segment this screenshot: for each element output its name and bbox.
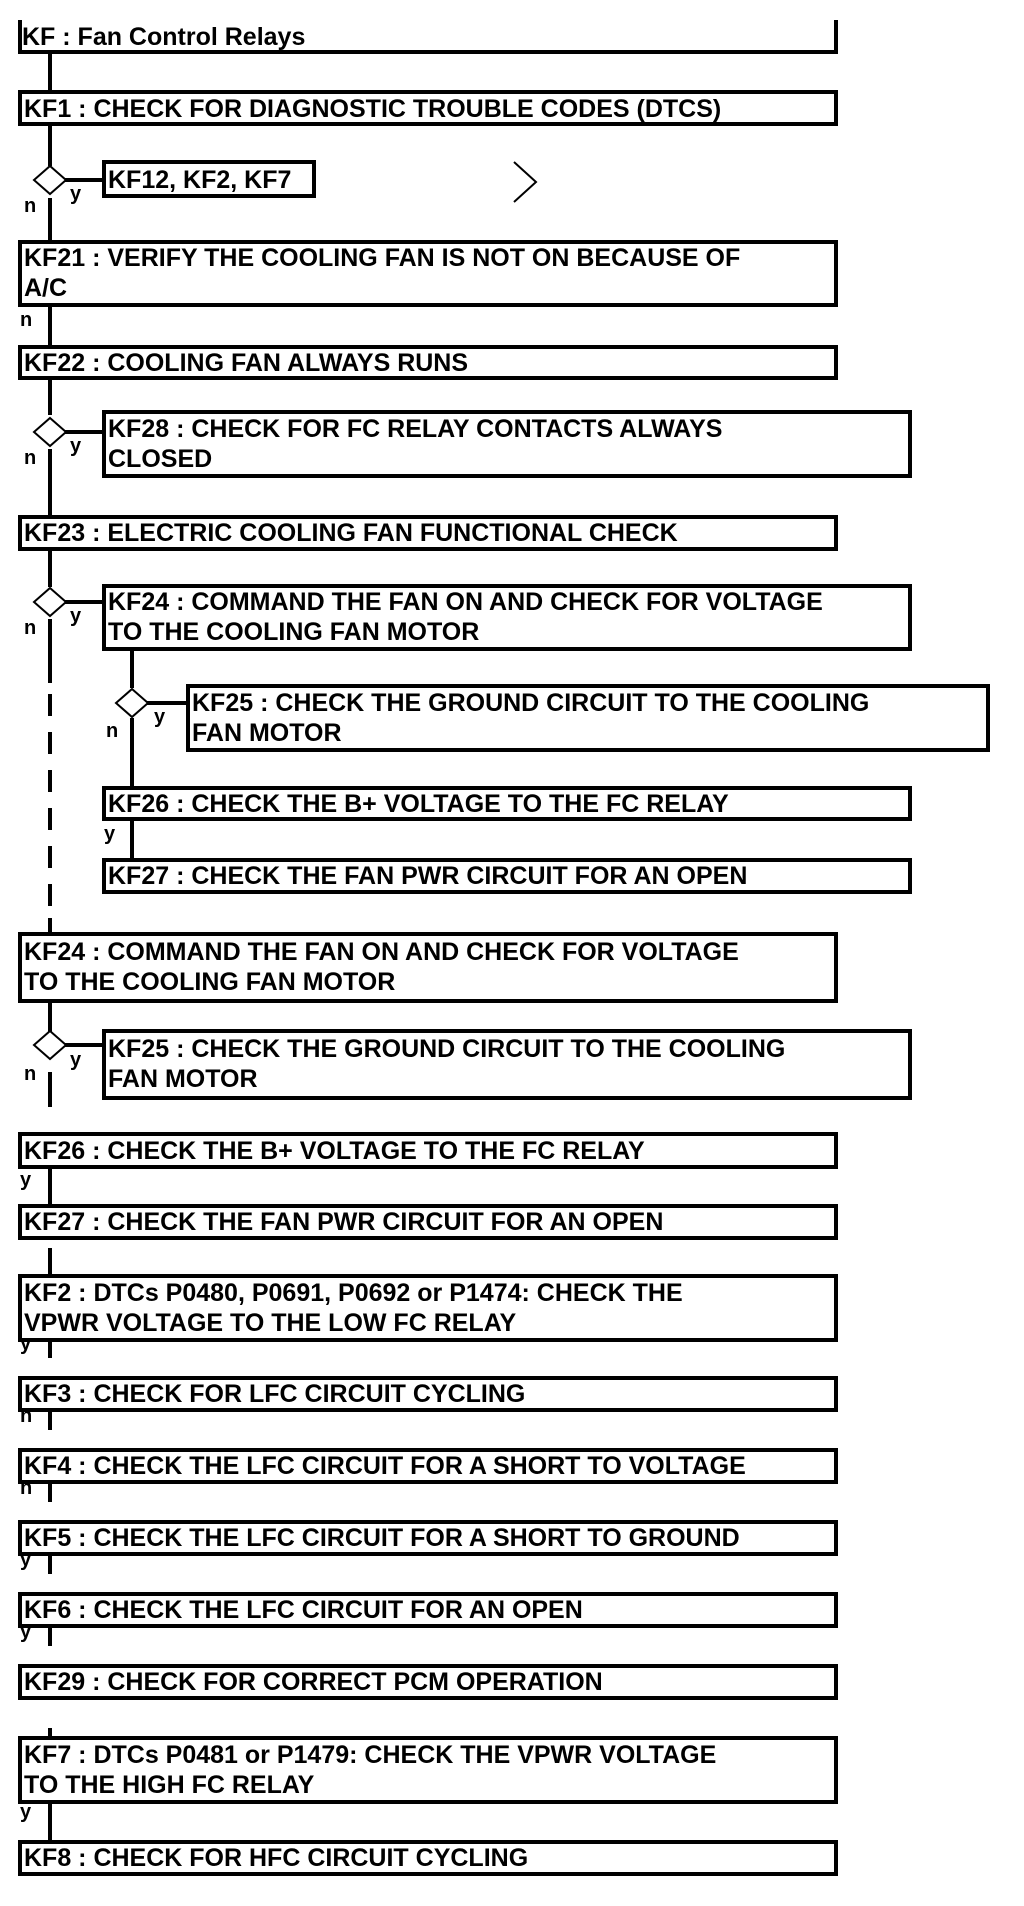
chevron-right-icon	[513, 161, 538, 203]
svg-text:KF24 : COMMAND THE FAN ON AND: KF24 : COMMAND THE FAN ON AND CHECK FOR …	[108, 588, 823, 616]
step-kf26[interactable]: KF26 : CHECK THE B+ VOLTAGE TO THE FC RE…	[18, 1132, 838, 1169]
svg-text:KF27 : CHECK THE FAN PWR CIRCU: KF27 : CHECK THE FAN PWR CIRCUIT FOR AN …	[24, 1208, 663, 1236]
svg-text:KF21 : VERIFY THE COOLING FAN: KF21 : VERIFY THE COOLING FAN IS NOT ON …	[24, 244, 740, 272]
svg-text:KF3 : CHECK FOR LFC CIRCUIT CY: KF3 : CHECK FOR LFC CIRCUIT CYCLING	[24, 1380, 525, 1408]
svg-text:KF5 : CHECK THE LFC CIRCUIT FO: KF5 : CHECK THE LFC CIRCUIT FOR A SHORT …	[24, 1524, 740, 1552]
svg-text:KF28 : CHECK FOR FC RELAY CONT: KF28 : CHECK FOR FC RELAY CONTACTS ALWAY…	[108, 415, 722, 443]
svg-text:KF4 : CHECK THE LFC CIRCUIT FO: KF4 : CHECK THE LFC CIRCUIT FOR A SHORT …	[24, 1452, 746, 1480]
decision-diamond-kf23	[32, 586, 68, 618]
yes-label: y	[20, 1169, 32, 1191]
step-kf[interactable]: KF : Fan Control Relays	[18, 20, 838, 54]
svg-text:KF12, KF2, KF7: KF12, KF2, KF7	[108, 166, 291, 194]
svg-text:KF23 : ELECTRIC COOLING FAN FU: KF23 : ELECTRIC COOLING FAN FUNCTIONAL C…	[24, 519, 678, 547]
no-label: n	[24, 1063, 36, 1085]
step-kf25-branch[interactable]: KF25 : CHECK THE GROUND CIRCUIT TO THE C…	[186, 684, 990, 752]
no-label: n	[24, 195, 36, 217]
no-label: n	[20, 309, 32, 331]
step-kf29[interactable]: KF29 : CHECK FOR CORRECT PCM OPERATION	[18, 1664, 838, 1700]
yes-label: y	[70, 183, 82, 205]
step-kf21[interactable]: KF21 : VERIFY THE COOLING FAN IS NOT ON …	[18, 240, 838, 307]
step-kf2[interactable]: KF2 : DTCs P0480, P0691, P0692 or P1474:…	[18, 1274, 838, 1342]
step-kf1-yes[interactable]: KF12, KF2, KF7	[102, 160, 316, 198]
yes-label: y	[70, 435, 82, 457]
decision-diamonds	[32, 164, 150, 1061]
decision-diamond-kf24-branch	[114, 687, 150, 719]
step-kf24[interactable]: KF24 : COMMAND THE FAN ON AND CHECK FOR …	[18, 932, 838, 1003]
yes-label: y	[70, 1049, 82, 1071]
svg-text:KF29 : CHECK FOR CORRECT PCM O: KF29 : CHECK FOR CORRECT PCM OPERATION	[24, 1668, 603, 1696]
step-kf27-branch[interactable]: KF27 : CHECK THE FAN PWR CIRCUIT FOR AN …	[102, 858, 912, 894]
svg-text:KF22 : COOLING FAN ALWAYS RUNS: KF22 : COOLING FAN ALWAYS RUNS	[24, 349, 468, 377]
yes-label: y	[154, 706, 166, 728]
decision-diamond-kf1	[32, 164, 68, 196]
step-kf26-branch[interactable]: KF26 : CHECK THE B+ VOLTAGE TO THE FC RE…	[102, 786, 912, 821]
svg-text:KF26 : CHECK THE B+ VOLTAGE TO: KF26 : CHECK THE B+ VOLTAGE TO THE FC RE…	[24, 1137, 645, 1165]
svg-text:KF25 : CHECK THE GROUND CIRCUI: KF25 : CHECK THE GROUND CIRCUIT TO THE C…	[108, 1035, 785, 1063]
no-label: n	[24, 447, 36, 469]
no-label: n	[24, 617, 36, 639]
step-kf22[interactable]: KF22 : COOLING FAN ALWAYS RUNS	[18, 345, 838, 380]
step-kf25[interactable]: KF25 : CHECK THE GROUND CIRCUIT TO THE C…	[102, 1029, 912, 1100]
svg-text:VPWR VOLTAGE TO THE LOW FC REL: VPWR VOLTAGE TO THE LOW FC RELAY	[24, 1309, 516, 1337]
svg-text:KF7 : DTCs P0481 or P1479: CHE: KF7 : DTCs P0481 or P1479: CHECK THE VPW…	[24, 1741, 716, 1769]
step-kf27[interactable]: KF27 : CHECK THE FAN PWR CIRCUIT FOR AN …	[18, 1204, 838, 1240]
svg-text:KF25 : CHECK THE GROUND CIRCUI: KF25 : CHECK THE GROUND CIRCUIT TO THE C…	[192, 689, 869, 717]
main-trunk-connectors	[48, 52, 188, 1772]
svg-text:TO THE COOLING FAN MOTOR: TO THE COOLING FAN MOTOR	[24, 968, 395, 996]
svg-text:KF8 : CHECK FOR HFC CIRCUIT CY: KF8 : CHECK FOR HFC CIRCUIT CYCLING	[24, 1844, 528, 1872]
step-kf24-branch[interactable]: KF24 : COMMAND THE FAN ON AND CHECK FOR …	[102, 584, 912, 651]
svg-text:CLOSED: CLOSED	[108, 445, 212, 473]
svg-text:A/C: A/C	[24, 274, 67, 302]
svg-text:TO THE COOLING FAN MOTOR: TO THE COOLING FAN MOTOR	[108, 618, 479, 646]
step-kf23[interactable]: KF23 : ELECTRIC COOLING FAN FUNCTIONAL C…	[18, 515, 838, 551]
svg-text:KF26 : CHECK THE B+ VOLTAGE TO: KF26 : CHECK THE B+ VOLTAGE TO THE FC RE…	[108, 790, 729, 818]
step-kf8[interactable]: KF8 : CHECK FOR HFC CIRCUIT CYCLING	[18, 1840, 838, 1876]
step-kf6[interactable]: KF6 : CHECK THE LFC CIRCUIT FOR AN OPEN	[18, 1592, 838, 1628]
step-kf28[interactable]: KF28 : CHECK FOR FC RELAY CONTACTS ALWAY…	[102, 410, 912, 478]
svg-text:KF24 : COMMAND THE FAN ON AND: KF24 : COMMAND THE FAN ON AND CHECK FOR …	[24, 938, 739, 966]
decision-diamond-kf22	[32, 416, 68, 448]
svg-text:FAN MOTOR: FAN MOTOR	[192, 719, 342, 747]
decision-diamond-kf24	[32, 1029, 68, 1061]
yes-label: y	[70, 605, 82, 627]
svg-text:KF6 : CHECK THE LFC CIRCUIT FO: KF6 : CHECK THE LFC CIRCUIT FOR AN OPEN	[24, 1596, 583, 1624]
svg-text:TO THE HIGH FC RELAY: TO THE HIGH FC RELAY	[24, 1771, 315, 1799]
no-label: n	[106, 720, 118, 742]
svg-text:KF : Fan Control Relays: KF : Fan Control Relays	[22, 23, 305, 51]
svg-text:KF1 : CHECK FOR DIAGNOSTIC TRO: KF1 : CHECK FOR DIAGNOSTIC TROUBLE CODES…	[24, 95, 721, 123]
yes-label: y	[20, 1801, 32, 1823]
yes-label: y	[104, 823, 116, 845]
step-kf1[interactable]: KF1 : CHECK FOR DIAGNOSTIC TROUBLE CODES…	[18, 90, 838, 126]
svg-text:KF2 : DTCs P0480, P0691, P0692: KF2 : DTCs P0480, P0691, P0692 or P1474:…	[24, 1279, 683, 1307]
step-kf7[interactable]: KF7 : DTCs P0481 or P1479: CHECK THE VPW…	[18, 1736, 838, 1804]
step-kf5[interactable]: KF5 : CHECK THE LFC CIRCUIT FOR A SHORT …	[18, 1520, 838, 1556]
step-kf4[interactable]: KF4 : CHECK THE LFC CIRCUIT FOR A SHORT …	[18, 1448, 838, 1484]
svg-text:FAN MOTOR: FAN MOTOR	[108, 1065, 258, 1093]
svg-text:KF27 : CHECK THE FAN PWR CIRCU: KF27 : CHECK THE FAN PWR CIRCUIT FOR AN …	[108, 862, 747, 890]
step-kf3[interactable]: KF3 : CHECK FOR LFC CIRCUIT CYCLING	[18, 1376, 838, 1412]
